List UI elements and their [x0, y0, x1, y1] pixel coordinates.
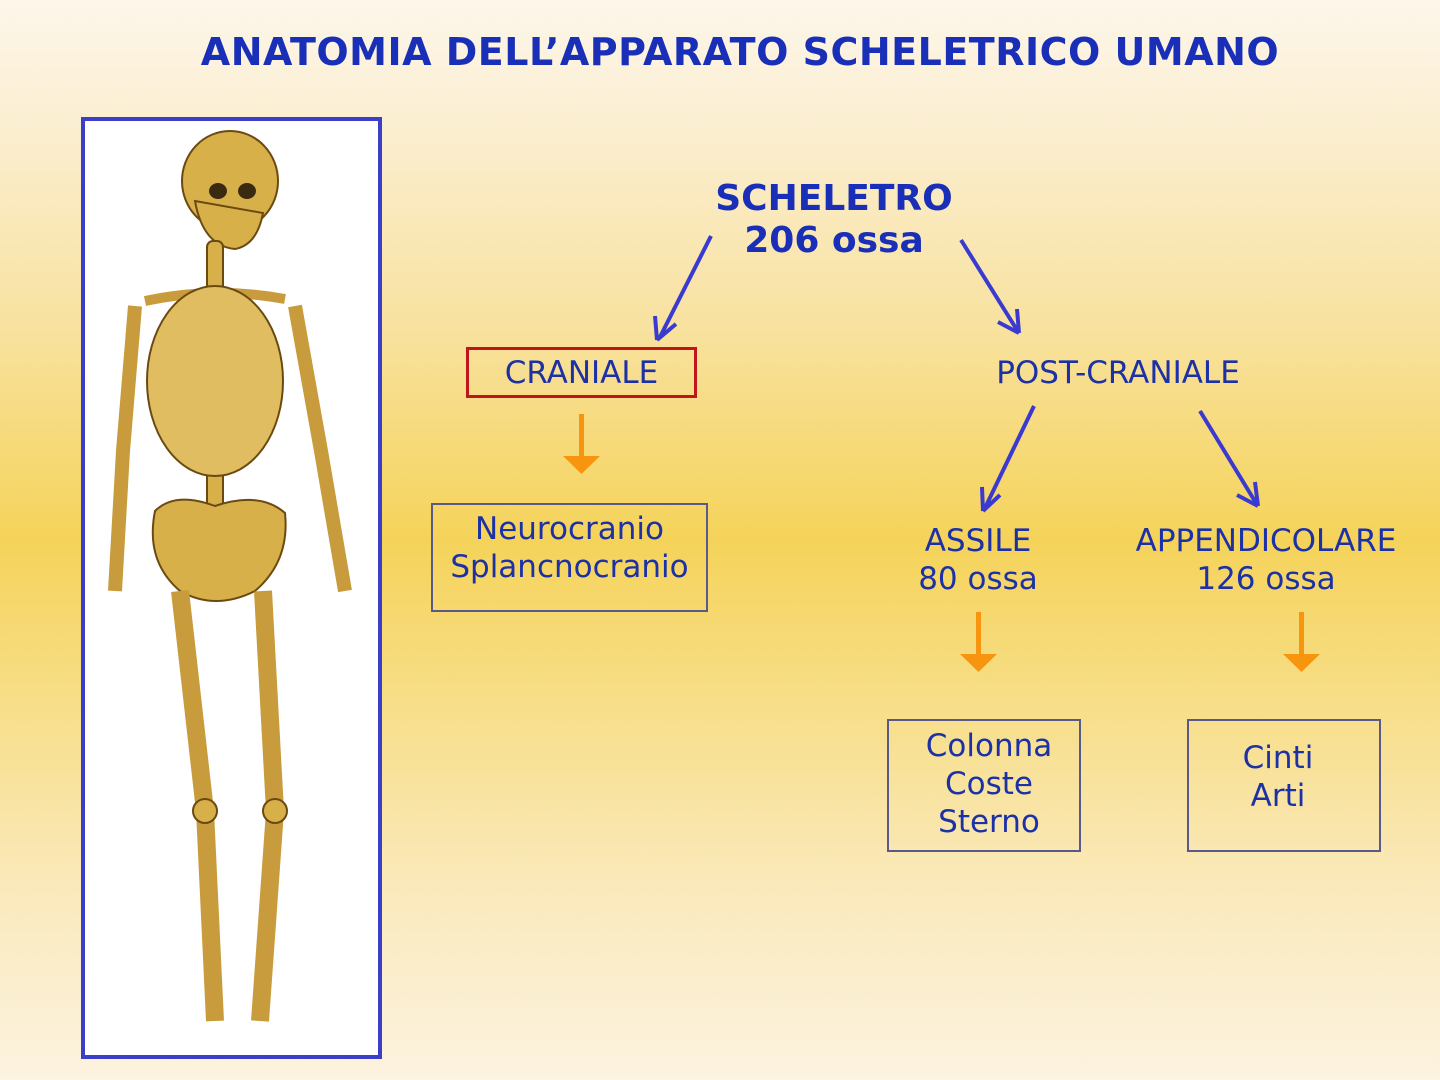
- skeleton-illustration-icon: [108, 130, 352, 1022]
- root-label: SCHELETRO: [715, 178, 953, 219]
- appendicular-count: 126 ossa: [1196, 561, 1336, 597]
- node-axial: ASSILE 80 ossa: [880, 522, 1076, 598]
- child-arti: Arti: [1250, 778, 1306, 814]
- node-cranial: CRANIALE: [504, 355, 659, 391]
- appendicular-children: Cinti Arti: [1187, 739, 1369, 815]
- skeleton-image-frame: [81, 117, 382, 1059]
- orange-arrow-cranial-icon: [579, 414, 584, 458]
- child-coste: Coste: [945, 766, 1033, 802]
- cranial-children: Neurocranio Splancnocranio: [431, 510, 708, 586]
- arrow-root-to-cranial-head-icon: [653, 315, 678, 342]
- child-sterno: Sterno: [938, 804, 1040, 840]
- arrow-root-to-postcranial-icon: [959, 238, 1019, 332]
- child-colonna: Colonna: [925, 728, 1053, 764]
- orange-arrow-appendicular-icon: [1299, 612, 1304, 656]
- arrow-postcranial-to-appendicular-icon: [1198, 409, 1258, 505]
- appendicular-children-box: [1187, 719, 1381, 852]
- child-splancnocranio: Splancnocranio: [450, 549, 689, 585]
- root-node-skeleton: SCHELETRO 206 ossa: [700, 178, 968, 262]
- cranial-highlight-box: [466, 347, 697, 398]
- axial-children-box: [887, 719, 1081, 852]
- node-postcranial: POST-CRANIALE: [996, 355, 1240, 391]
- root-count: 206 ossa: [744, 220, 924, 261]
- orange-arrow-axial-icon: [976, 612, 981, 656]
- cranial-children-box: [431, 503, 708, 612]
- axial-label: ASSILE: [924, 523, 1032, 559]
- axial-children: Colonna Coste Sterno: [887, 727, 1091, 841]
- appendicular-label: APPENDICOLARE: [1135, 523, 1397, 559]
- axial-count: 80 ossa: [918, 561, 1038, 597]
- page-title: ANATOMIA DELL’APPARATO SCHELETRICO UMANO: [200, 30, 1280, 74]
- node-appendicular: APPENDICOLARE 126 ossa: [1120, 522, 1412, 598]
- arrow-postcranial-to-axial-icon: [983, 405, 1036, 509]
- child-cinti: Cinti: [1242, 740, 1314, 776]
- child-neurocranio: Neurocranio: [475, 511, 664, 547]
